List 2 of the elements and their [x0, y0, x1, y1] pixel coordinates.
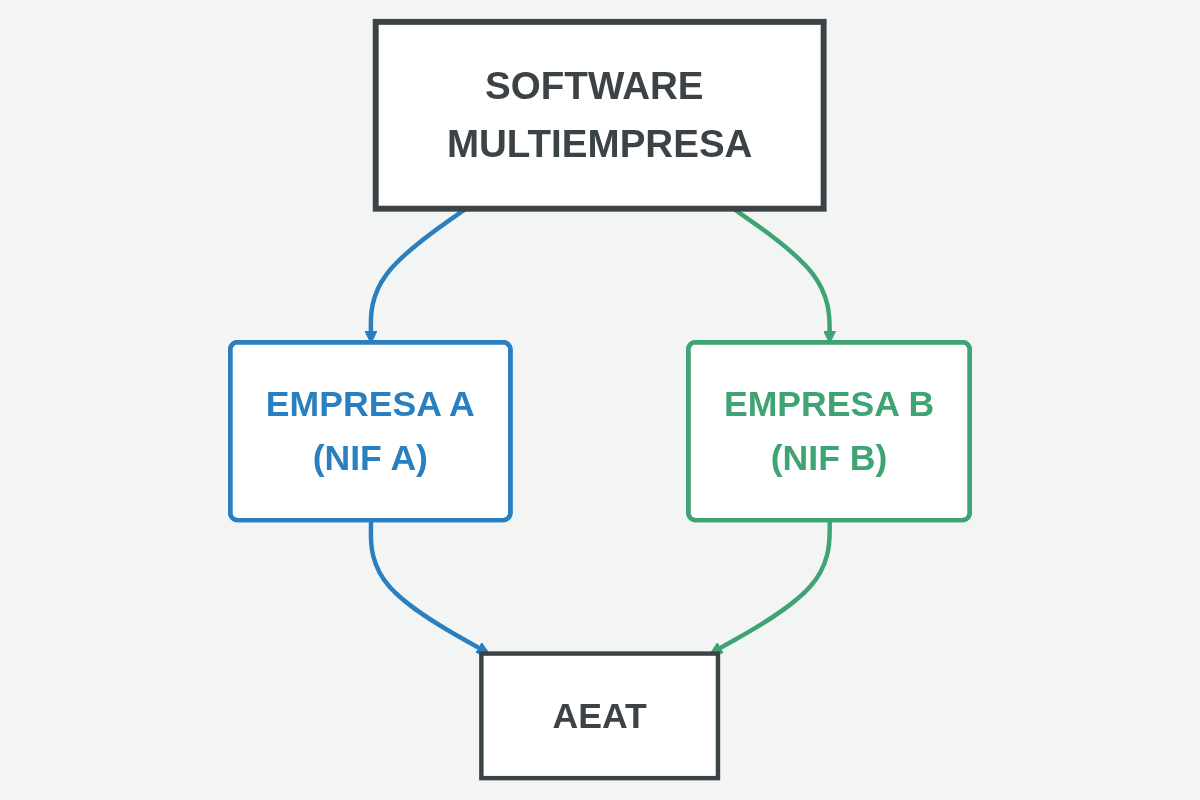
node-box: AEAT	[479, 651, 721, 781]
node-box: SOFTWARE MULTIEMPRESA	[372, 18, 827, 212]
